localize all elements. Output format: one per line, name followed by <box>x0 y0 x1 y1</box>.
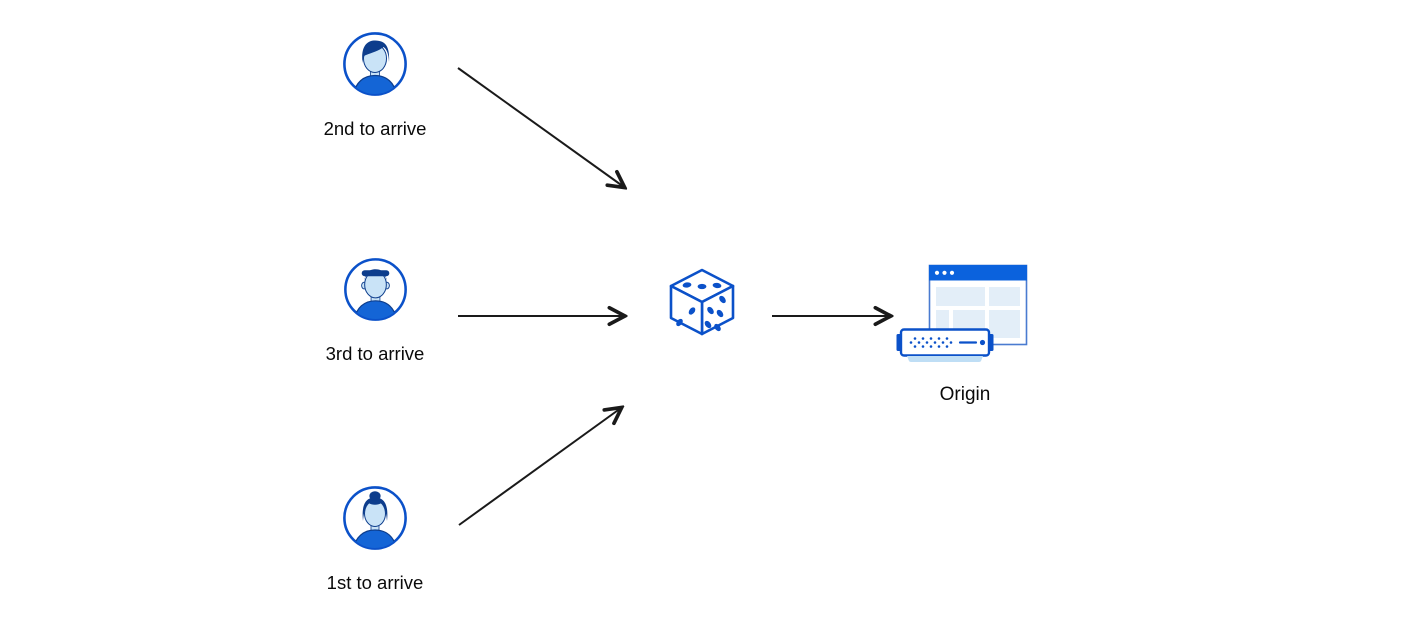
user-avatar-female-icon <box>343 486 407 550</box>
origin-server-icon <box>896 264 1028 362</box>
node-label: 2nd to arrive <box>323 118 427 139</box>
user-avatar-male-icon <box>343 32 407 96</box>
arrow-user2nd-to-dice <box>457 67 624 187</box>
node-label: Origin <box>939 384 991 405</box>
node-user-3rd: 3rd to arrive <box>305 257 445 365</box>
node-label: 3rd to arrive <box>325 343 425 364</box>
node-label: 1st to arrive <box>326 572 424 593</box>
node-user-2nd: 2nd to arrive <box>305 31 445 140</box>
arrow-user1st-to-dice <box>458 408 621 526</box>
node-randomizer <box>666 266 738 338</box>
node-origin: Origin <box>895 252 1035 407</box>
dice-icon <box>669 268 735 336</box>
user-avatar-male-flattop-icon <box>343 258 407 321</box>
node-user-1st: 1st to arrive <box>305 485 445 594</box>
